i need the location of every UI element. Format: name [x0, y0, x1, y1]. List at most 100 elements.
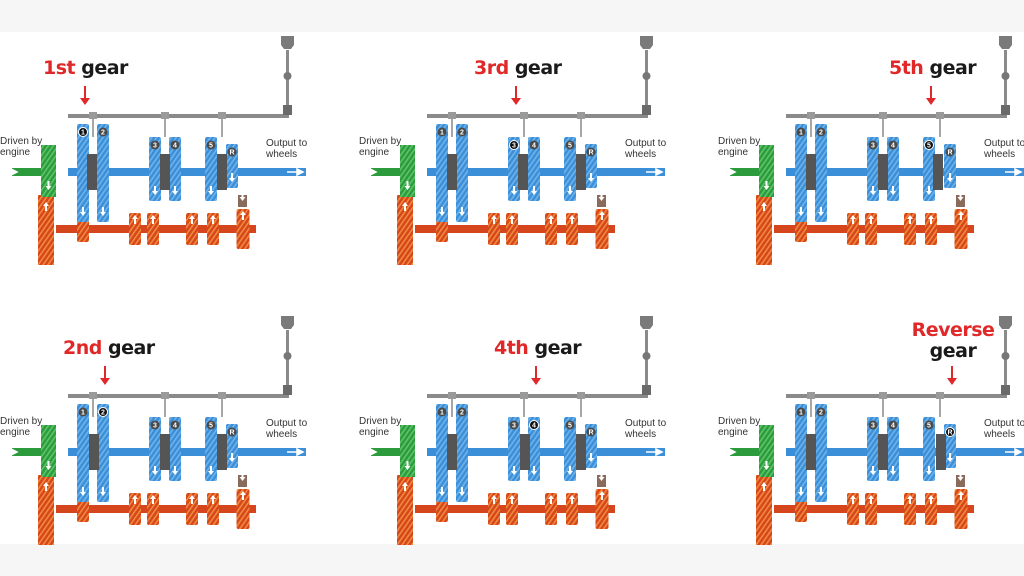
mainshaft-gear-1: 1 [77, 124, 89, 222]
countershaft-gear [954, 489, 968, 529]
synchro-collar [447, 434, 457, 470]
countershaft-gear [954, 209, 968, 249]
gear-marker-2: 2 [816, 127, 826, 137]
countershaft-gear [236, 489, 250, 529]
driven-label-line1: Driven by [359, 416, 402, 427]
countershaft-gear [506, 493, 518, 525]
mainshaft-gear-4: 4 [169, 417, 181, 481]
mainshaft-gear-r: R [944, 424, 956, 468]
countershaft-input-gear [38, 475, 54, 545]
gear-marker-1: 1 [796, 127, 806, 137]
gear-title-number: 5th [889, 57, 924, 79]
svg-text:5: 5 [568, 143, 572, 150]
countershaft-gear [488, 493, 500, 525]
mainshaft-gear-4: 4 [887, 137, 899, 201]
selector-rod [786, 316, 1012, 417]
output-label-line1: Output to [266, 418, 308, 429]
countershaft-gear-arrow [599, 211, 605, 220]
mainshaft-gear-5: 5 [923, 417, 935, 481]
mainshaft-gear-arrow [567, 466, 573, 475]
countershaft-gear [925, 213, 937, 245]
mainshaft-gear-5: 5 [564, 417, 576, 481]
gear-lever-knob [640, 316, 653, 329]
countershaft-gear [904, 213, 916, 245]
gear-title-word: gear [929, 340, 977, 362]
mainshaft-gear-r: R [226, 424, 238, 468]
countershaft-gear [904, 493, 916, 525]
mainshaft-gear-2: 2 [97, 124, 109, 222]
input-shaft [721, 425, 774, 477]
mainshaft-gear-r: R [585, 424, 597, 468]
gear-title: 2nd gear [63, 338, 155, 359]
synchro-collar [933, 154, 943, 190]
input-shaft-gear [41, 145, 56, 197]
counter-shaft [397, 192, 615, 265]
svg-text:2: 2 [819, 410, 823, 417]
mainshaft-gear-1: 1 [436, 404, 448, 502]
mainshaft-gear-arrow [588, 453, 594, 462]
shift-fork [448, 112, 456, 119]
driven-label-line2: engine [359, 427, 390, 438]
countershaft-gear-arrow [491, 215, 497, 224]
synchro-collar [878, 154, 888, 190]
countershaft-gear-arrow [548, 495, 554, 504]
countershaft-gear [129, 493, 141, 525]
countershaft-gear-arrow [132, 215, 138, 224]
svg-text:5: 5 [209, 423, 213, 430]
input-shaft-gear [400, 145, 415, 197]
countershaft-input-gear [38, 195, 54, 265]
gear-marker-2: 2 [98, 127, 108, 137]
countershaft-gear-arrow [868, 495, 874, 504]
countershaft-gear [847, 213, 859, 245]
input-shaft [3, 145, 56, 197]
input-shaft [362, 145, 415, 197]
countershaft-gear-arrow [907, 495, 913, 504]
gear-lever-knob [999, 316, 1012, 329]
mainshaft-gear-arrow [100, 207, 106, 216]
svg-text:4: 4 [532, 143, 536, 150]
mainshaft-gear-arrow [459, 487, 465, 496]
output-label-line2: wheels [625, 149, 657, 160]
mainshaft-gear-2: 2 [456, 124, 468, 222]
gear-title-number: 3rd [474, 57, 509, 79]
mainshaft-gear-arrow [531, 186, 537, 195]
mainshaft-gear-arrow [229, 453, 235, 462]
svg-text:2: 2 [460, 410, 464, 417]
mainshaft-gear-3: 3 [149, 417, 161, 481]
gear-marker-5: 5 [206, 140, 216, 150]
output-arrow-icon [1005, 447, 1023, 457]
countershaft-gear-arrow [240, 491, 246, 500]
countershaft-up-arrow [43, 202, 49, 211]
countershaft-gear [436, 496, 448, 522]
svg-text:1: 1 [440, 410, 444, 417]
countershaft-gear-arrow [189, 495, 195, 504]
mainshaft-gear-arrow [890, 466, 896, 475]
mainshaft-gear-r: R [944, 144, 956, 188]
countershaft-up-arrow [43, 482, 49, 491]
driven-label-line2: engine [0, 427, 31, 438]
countershaft-gear [506, 213, 518, 245]
reverse-idler-arrow [239, 472, 246, 481]
driven-label-line2: engine [718, 427, 749, 438]
gear-title-number: 2nd [63, 337, 102, 359]
svg-text:1: 1 [799, 410, 803, 417]
countershaft-gear-arrow [189, 215, 195, 224]
svg-text:4: 4 [891, 143, 895, 150]
counter-shaft [397, 472, 615, 545]
mainshaft-gear-3: 3 [867, 137, 879, 201]
countershaft-gear [566, 213, 578, 245]
mainshaft-gear-arrow [172, 186, 178, 195]
gear-marker-r: R [586, 427, 596, 437]
svg-text:5: 5 [209, 143, 213, 150]
gear-marker-3: 3 [509, 420, 519, 430]
